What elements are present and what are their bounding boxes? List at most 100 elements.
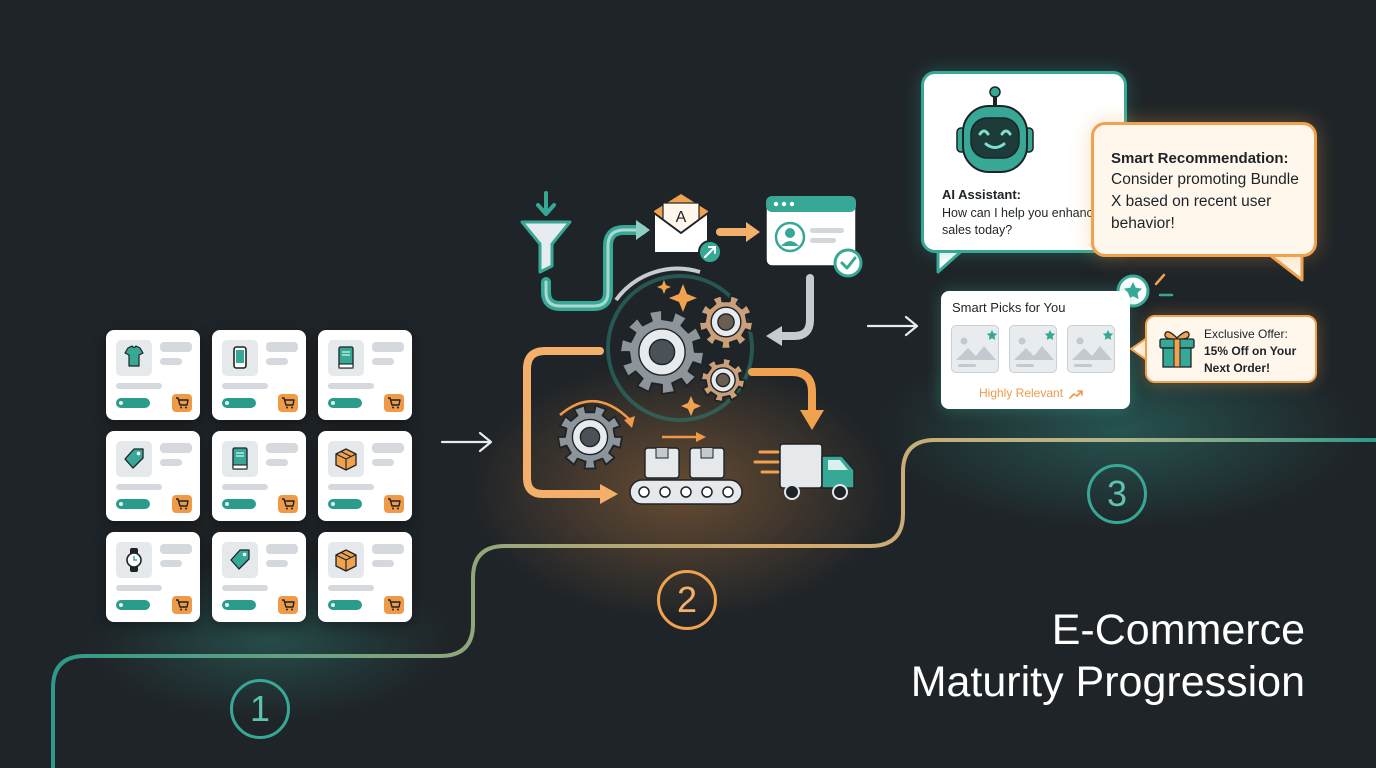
ai-assistant-title: AI Assistant: [942,187,1021,202]
product-title-placeholder [266,544,298,554]
product-price-placeholder [266,459,288,466]
product-status-pill [222,499,256,509]
cart-icon[interactable] [384,495,404,513]
product-price-placeholder [160,459,182,466]
arrow-right-icon [866,315,919,337]
product-title-placeholder [266,342,298,352]
product-title-placeholder [372,544,404,554]
cart-icon[interactable] [172,495,192,513]
product-card [318,532,412,622]
book-icon [338,346,354,369]
product-status-pill [328,398,362,408]
sparkle-icon [657,280,701,416]
product-status-pill [116,600,150,610]
product-thumbnail [328,542,364,578]
cart-icon[interactable] [172,394,192,412]
product-thumbnail [328,441,364,477]
smart-picks-title: Smart Picks for You [952,300,1066,315]
page-title-line-1: E-Commerce [1051,606,1305,654]
step-number-2: 2 [657,570,717,630]
product-card [318,330,412,420]
envelope-letter: A [676,209,687,226]
product-desc-placeholder [328,585,374,591]
product-thumbnail [222,340,258,376]
offer-line-3: Next Order! [1204,361,1271,375]
product-card [106,532,200,622]
product-desc-placeholder [116,484,162,490]
smart-picks-card: Smart Picks for You Highly Relevant [941,291,1130,409]
offer-text: Exclusive Offer: 15% Off on Your Next Or… [1204,326,1296,377]
product-card [212,330,306,420]
image-icon [956,330,998,367]
product-desc-placeholder [328,383,374,389]
product-title-placeholder [160,443,192,453]
page-title-line-2: Maturity Progression [910,658,1305,706]
tag-icon [124,448,144,469]
product-card [106,330,200,420]
product-desc-placeholder [328,484,374,490]
product-title-placeholder [372,342,404,352]
product-card [106,431,200,521]
product-status-pill [328,600,362,610]
box-icon [335,549,357,572]
exclusive-offer-card: Exclusive Offer: 15% Off on Your Next Or… [1145,315,1317,383]
gear-icon [698,294,754,350]
product-status-pill [328,499,362,509]
offer-line-2: 15% Off on Your [1204,344,1297,358]
recommendation-title: Smart Recommendation: [1111,150,1289,167]
product-desc-placeholder [222,484,268,490]
product-thumbnail [116,340,152,376]
gear-icon [619,309,705,395]
cart-icon[interactable] [278,495,298,513]
product-price-placeholder [372,459,394,466]
gift-icon [1159,331,1195,368]
gear-icon [557,294,754,470]
arrow-right-icon [440,431,493,453]
profile-window-icon [765,195,863,278]
product-status-pill [116,499,150,509]
product-desc-placeholder [116,585,162,591]
product-title-placeholder [160,544,192,554]
offer-bubble-tail [1130,337,1148,361]
pick-thumbnail[interactable] [1009,325,1057,373]
product-thumbnail [116,542,152,578]
tshirt-icon [124,345,144,367]
product-price-placeholder [266,560,288,567]
truck-icon [753,443,855,500]
cart-icon[interactable] [384,596,404,614]
page-title: E-Commerce Maturity Progression [911,604,1305,708]
product-thumbnail [116,441,152,477]
product-card [212,431,306,521]
watch-icon [126,548,142,572]
phone-icon [233,346,247,369]
product-card [212,532,306,622]
step-number-1: 1 [230,679,290,739]
offer-line-1: Exclusive Offer: [1204,327,1288,341]
product-title-placeholder [372,443,404,453]
recommendation-message: Consider promoting Bundle X based on rec… [1111,171,1299,232]
product-thumbnail [328,340,364,376]
book-icon [232,447,248,470]
ai-assistant-message: How can I help you enhance sales today? [942,206,1100,237]
product-thumbnail [222,441,258,477]
cart-icon[interactable] [384,394,404,412]
image-icon [1014,330,1056,367]
product-title-placeholder [160,342,192,352]
robot-icon [956,86,1034,173]
product-card [318,431,412,521]
tag-icon [230,549,250,570]
cart-icon[interactable] [278,394,298,412]
product-thumbnail [222,542,258,578]
conveyor-icon [629,447,743,505]
box-icon [335,448,357,471]
product-desc-placeholder [222,383,268,389]
pick-thumbnail[interactable] [951,325,999,373]
automation-diagram: A [520,191,863,505]
envelope-icon [653,194,722,264]
product-price-placeholder [372,358,394,365]
pick-thumbnail[interactable] [1067,325,1115,373]
cart-icon[interactable] [172,596,192,614]
cart-icon[interactable] [278,596,298,614]
funnel-icon [520,191,572,274]
